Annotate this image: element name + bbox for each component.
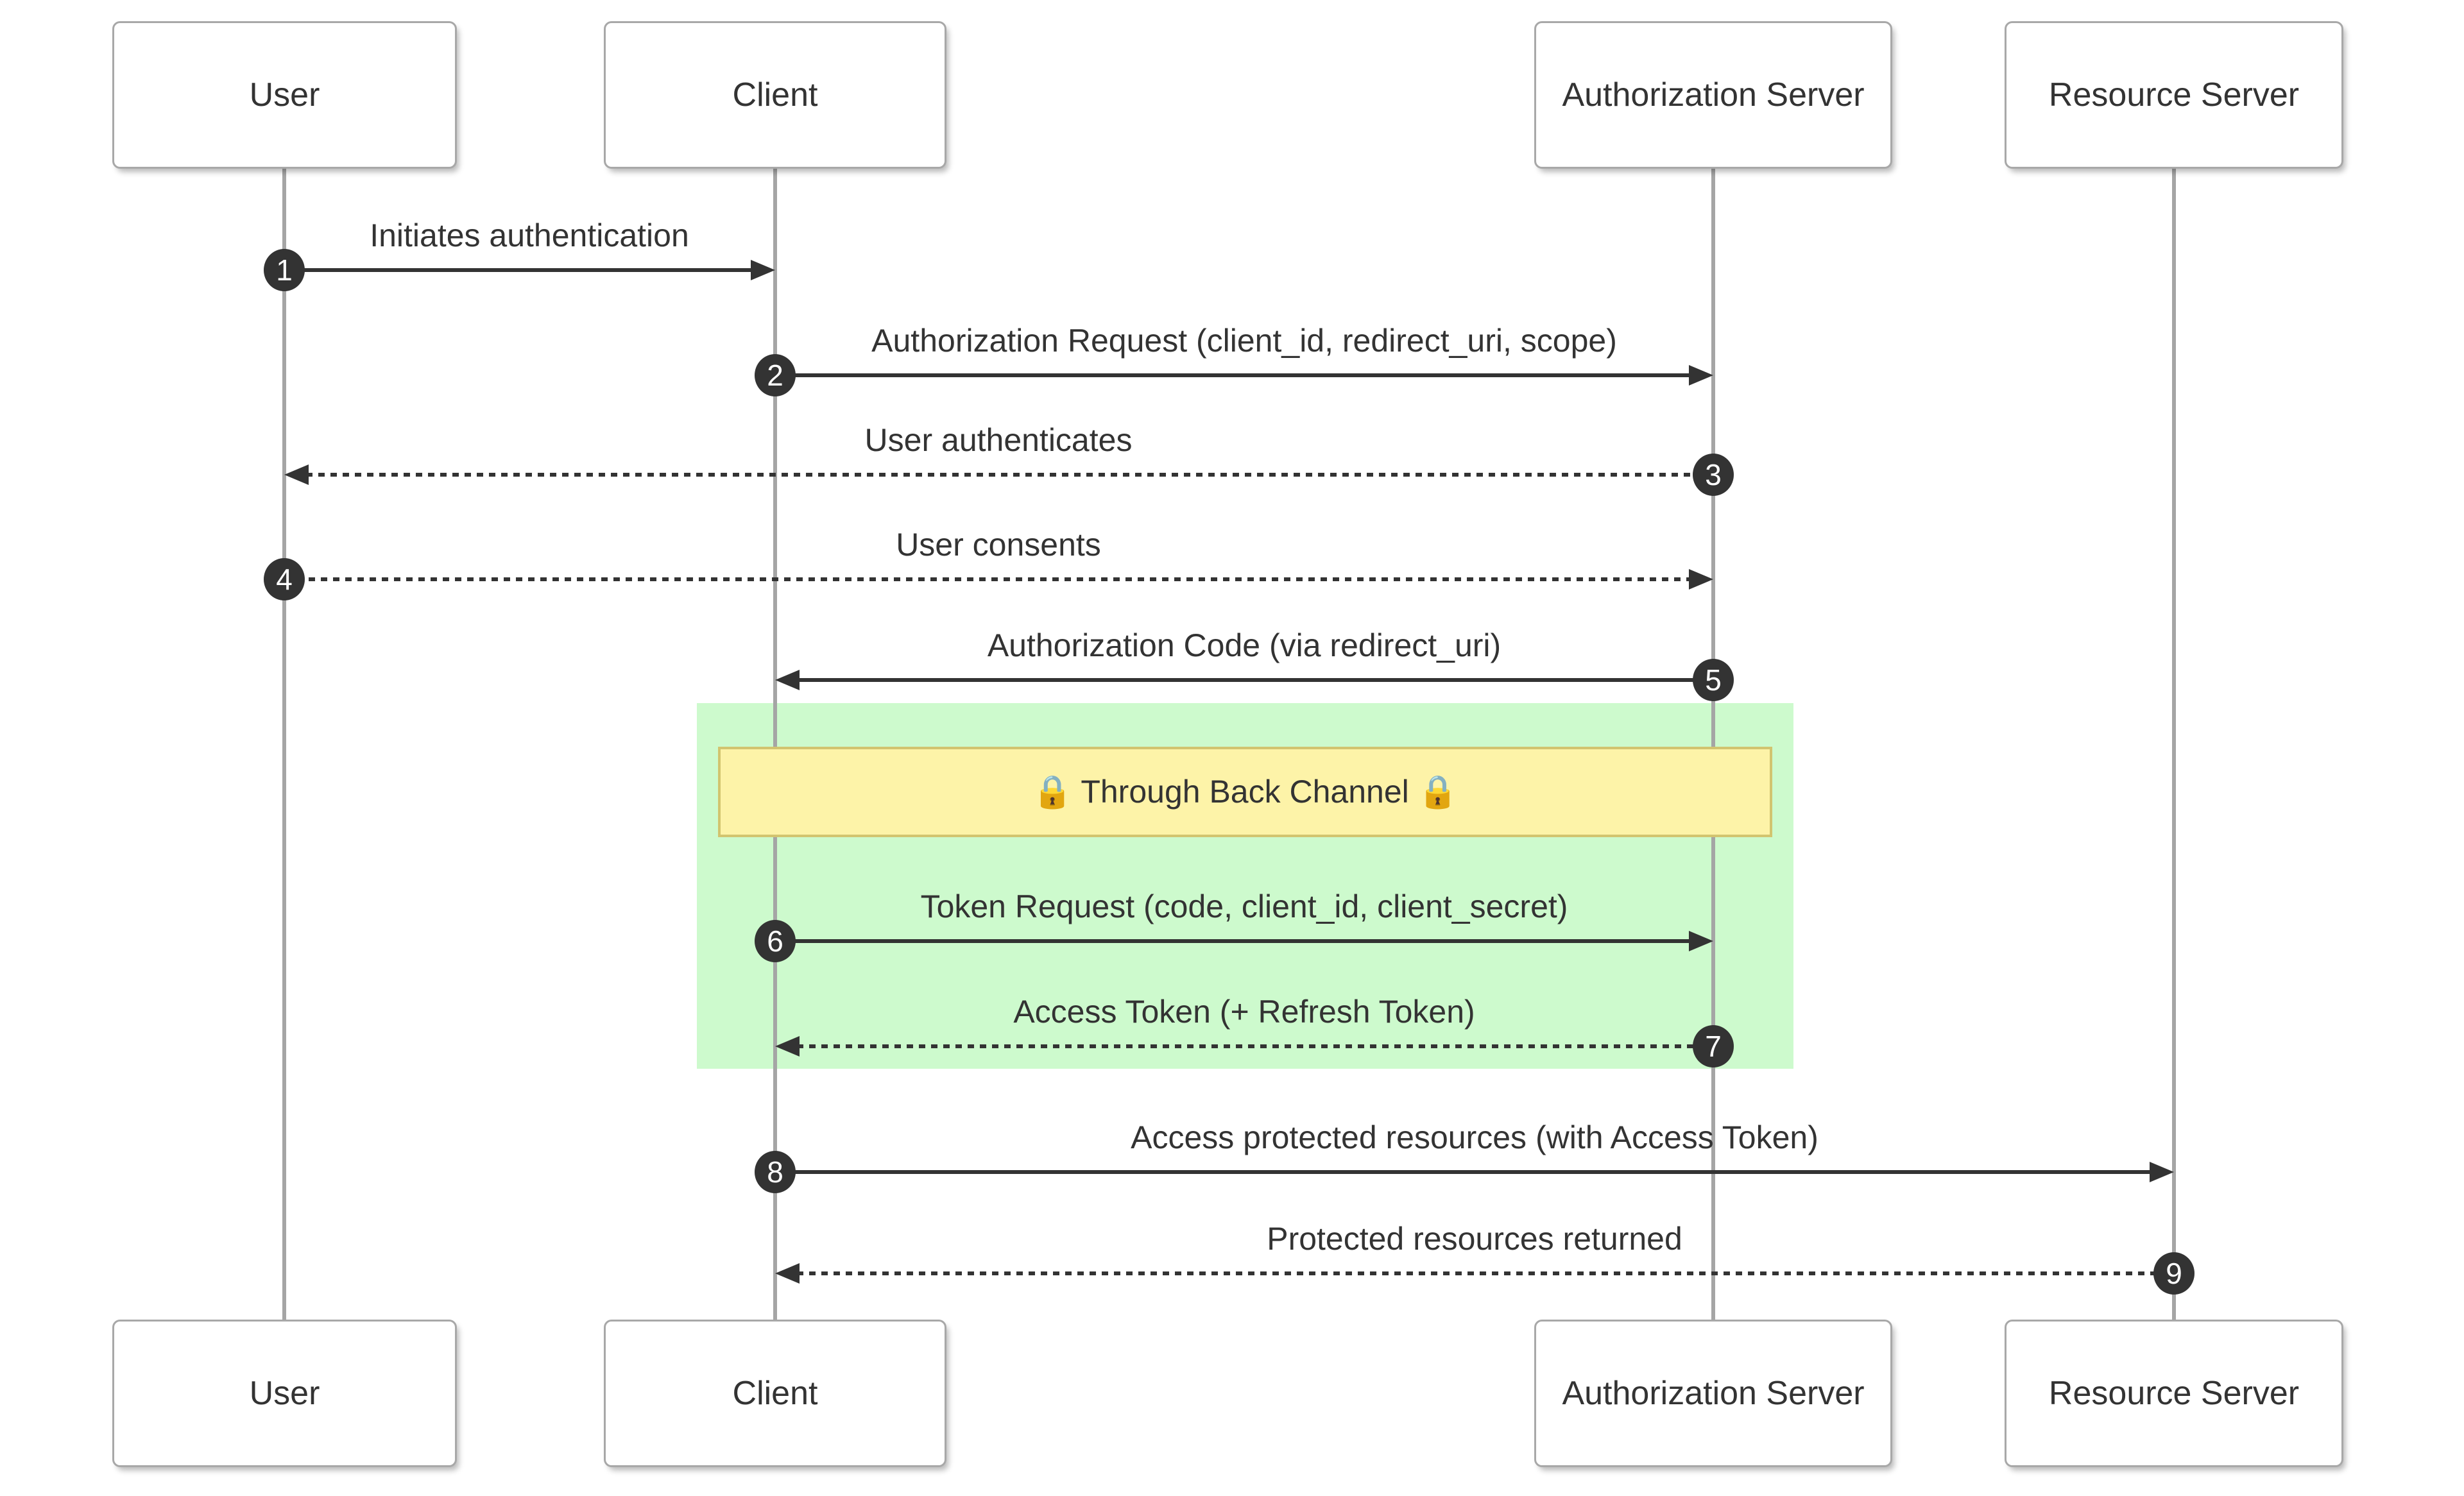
actor-top-client: Client: [604, 21, 946, 169]
arrowhead-right-2: [1689, 365, 1713, 386]
actor-bottom-resource-server: Resource Server: [2005, 1320, 2343, 1467]
message-label-1: Initiates authentication: [370, 217, 689, 253]
message-label-9: Protected resources returned: [1267, 1221, 1682, 1257]
arrowhead-left-7: [775, 1036, 800, 1057]
sequence-number-7: 7: [1693, 1025, 1734, 1067]
actor-top-authorization-server-label: Authorization Server: [1562, 76, 1865, 114]
arrowhead-left-5: [775, 670, 800, 690]
message-line-8: [775, 1170, 2151, 1174]
arrowhead-left-3: [284, 464, 309, 485]
actor-top-user-label: User: [249, 76, 320, 114]
lifeline-user: [282, 169, 286, 1320]
sequence-number-3: 3: [1693, 454, 1734, 496]
actor-bottom-client: Client: [604, 1320, 946, 1467]
sequence-number-5: 5: [1693, 659, 1734, 701]
actor-bottom-authorization-server: Authorization Server: [1534, 1320, 1892, 1467]
arrowhead-left-9: [775, 1263, 800, 1284]
message-line-7: [797, 1044, 1713, 1048]
back-channel-note-label: 🔒 Through Back Channel 🔒: [1032, 774, 1458, 810]
sequence-number-1: 1: [264, 249, 305, 291]
message-line-9: [797, 1271, 2174, 1275]
actor-bottom-client-label: Client: [732, 1375, 818, 1412]
message-label-7: Access Token (+ Refresh Token): [1013, 994, 1475, 1030]
message-label-5: Authorization Code (via redirect_uri): [987, 627, 1502, 663]
lifeline-resource-server: [2172, 169, 2176, 1320]
message-label-4: User consents: [896, 527, 1101, 563]
actor-top-resource-server-label: Resource Server: [2048, 76, 2300, 114]
sequence-number-8: 8: [755, 1151, 796, 1193]
arrowhead-right-4: [1689, 569, 1713, 590]
message-label-3: User authenticates: [864, 422, 1133, 458]
sequence-number-6: 6: [755, 920, 796, 962]
arrowhead-right-8: [2150, 1162, 2174, 1182]
actor-bottom-user-label: User: [249, 1375, 320, 1412]
message-line-3: [306, 473, 1713, 477]
message-line-4: [284, 577, 1690, 581]
arrowhead-right-6: [1689, 931, 1713, 951]
message-line-6: [775, 939, 1690, 943]
message-label-2: Authorization Request (client_id, redire…: [871, 323, 1617, 359]
message-line-2: [775, 373, 1690, 377]
actor-bottom-resource-server-label: Resource Server: [2048, 1375, 2300, 1412]
sequence-number-9: 9: [2153, 1252, 2194, 1295]
message-label-6: Token Request (code, client_id, client_s…: [920, 888, 1568, 924]
actor-top-resource-server: Resource Server: [2005, 21, 2343, 169]
sequence-number-2: 2: [755, 354, 796, 396]
actor-bottom-user: User: [112, 1320, 457, 1467]
actor-top-user: User: [112, 21, 457, 169]
actor-bottom-authorization-server-label: Authorization Server: [1562, 1375, 1865, 1412]
message-label-8: Access protected resources (with Access …: [1131, 1119, 1818, 1155]
lifeline-authorization-server: [1711, 169, 1715, 1320]
lifeline-client: [773, 169, 777, 1320]
arrowhead-right-1: [751, 260, 775, 280]
message-line-5: [797, 678, 1713, 682]
actor-top-authorization-server: Authorization Server: [1534, 21, 1892, 169]
message-line-1: [284, 268, 752, 272]
actor-top-client-label: Client: [732, 76, 818, 114]
back-channel-note: 🔒 Through Back Channel 🔒: [718, 747, 1772, 837]
sequence-number-4: 4: [264, 558, 305, 600]
